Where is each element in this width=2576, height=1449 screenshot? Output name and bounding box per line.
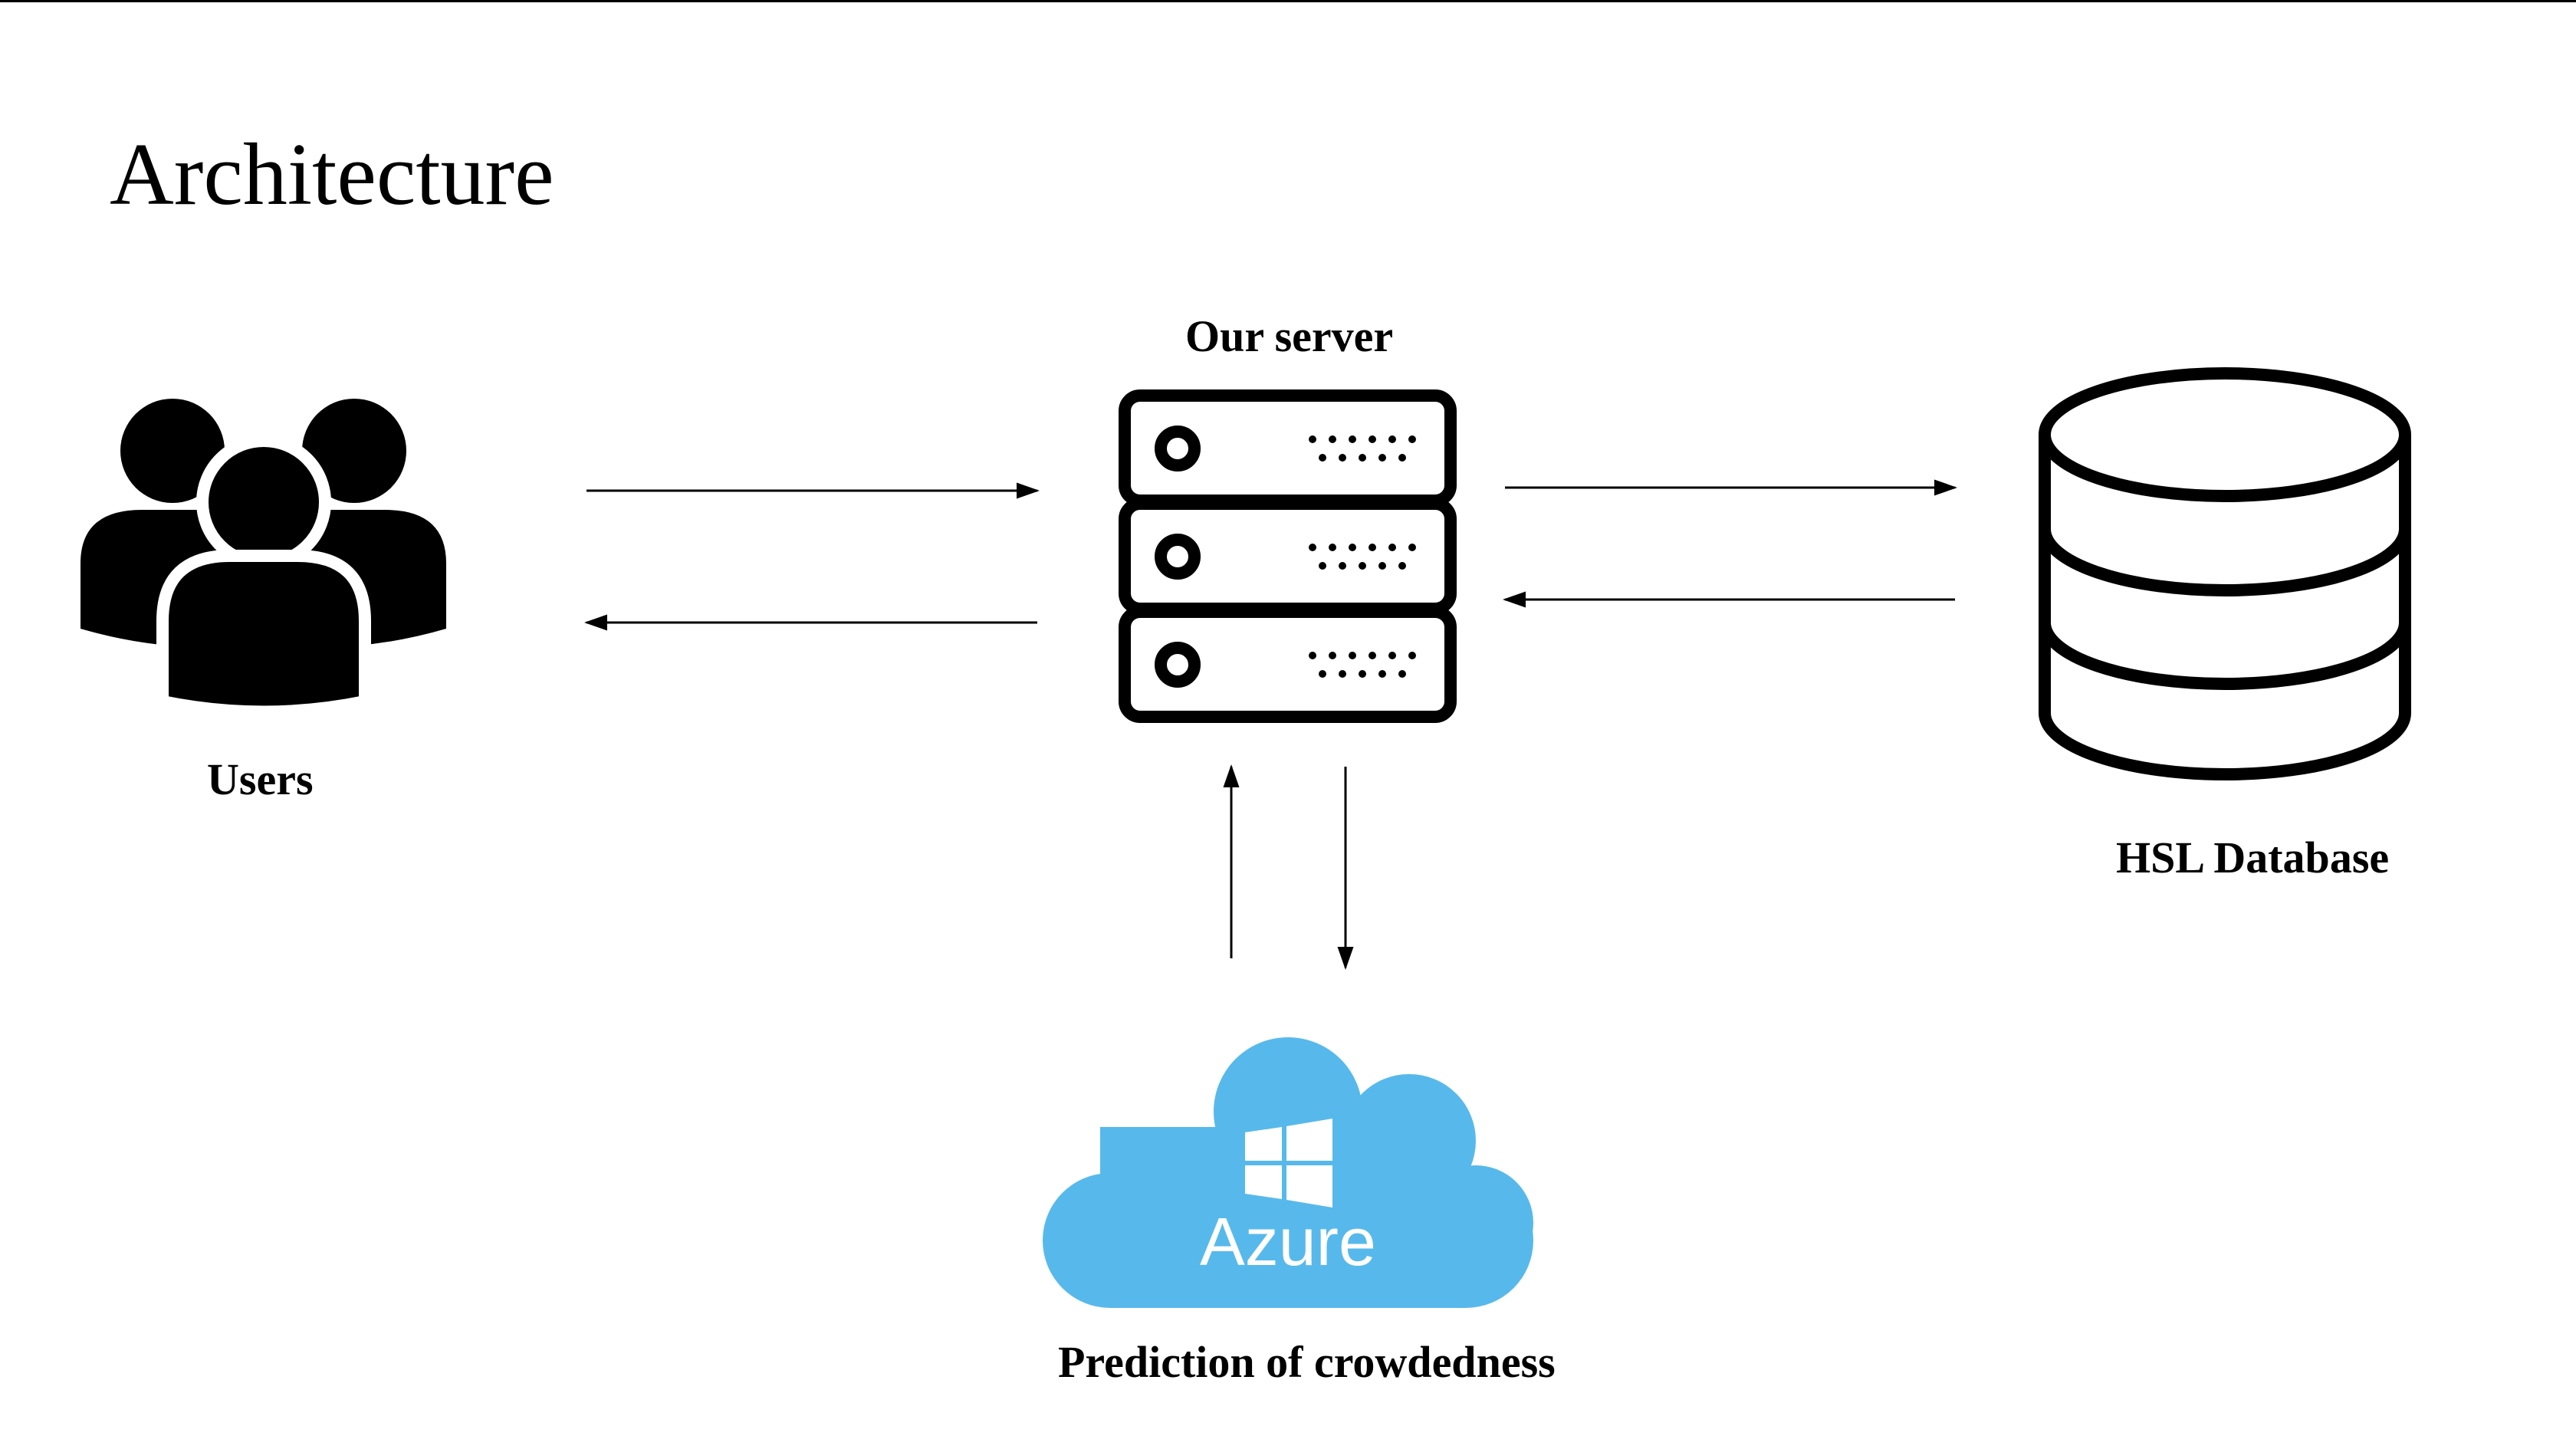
server-rack-icon xyxy=(1119,389,1457,723)
database-icon xyxy=(2039,367,2411,780)
page-title: Architecture xyxy=(110,126,554,224)
azure-cloud-icon: Azure xyxy=(1043,1037,1533,1308)
top-rule xyxy=(0,0,2576,2)
server-label: Our server xyxy=(1185,311,1394,361)
server-vent-dots xyxy=(1309,435,1416,678)
azure-logo-text: Azure xyxy=(1200,1204,1376,1280)
users-group-icon xyxy=(80,399,446,718)
windows-logo-icon xyxy=(1245,1119,1332,1208)
cloud-label: Prediction of crowdedness xyxy=(1058,1337,1556,1387)
database-label: HSL Database xyxy=(2116,833,2390,882)
users-label: Users xyxy=(207,754,314,804)
